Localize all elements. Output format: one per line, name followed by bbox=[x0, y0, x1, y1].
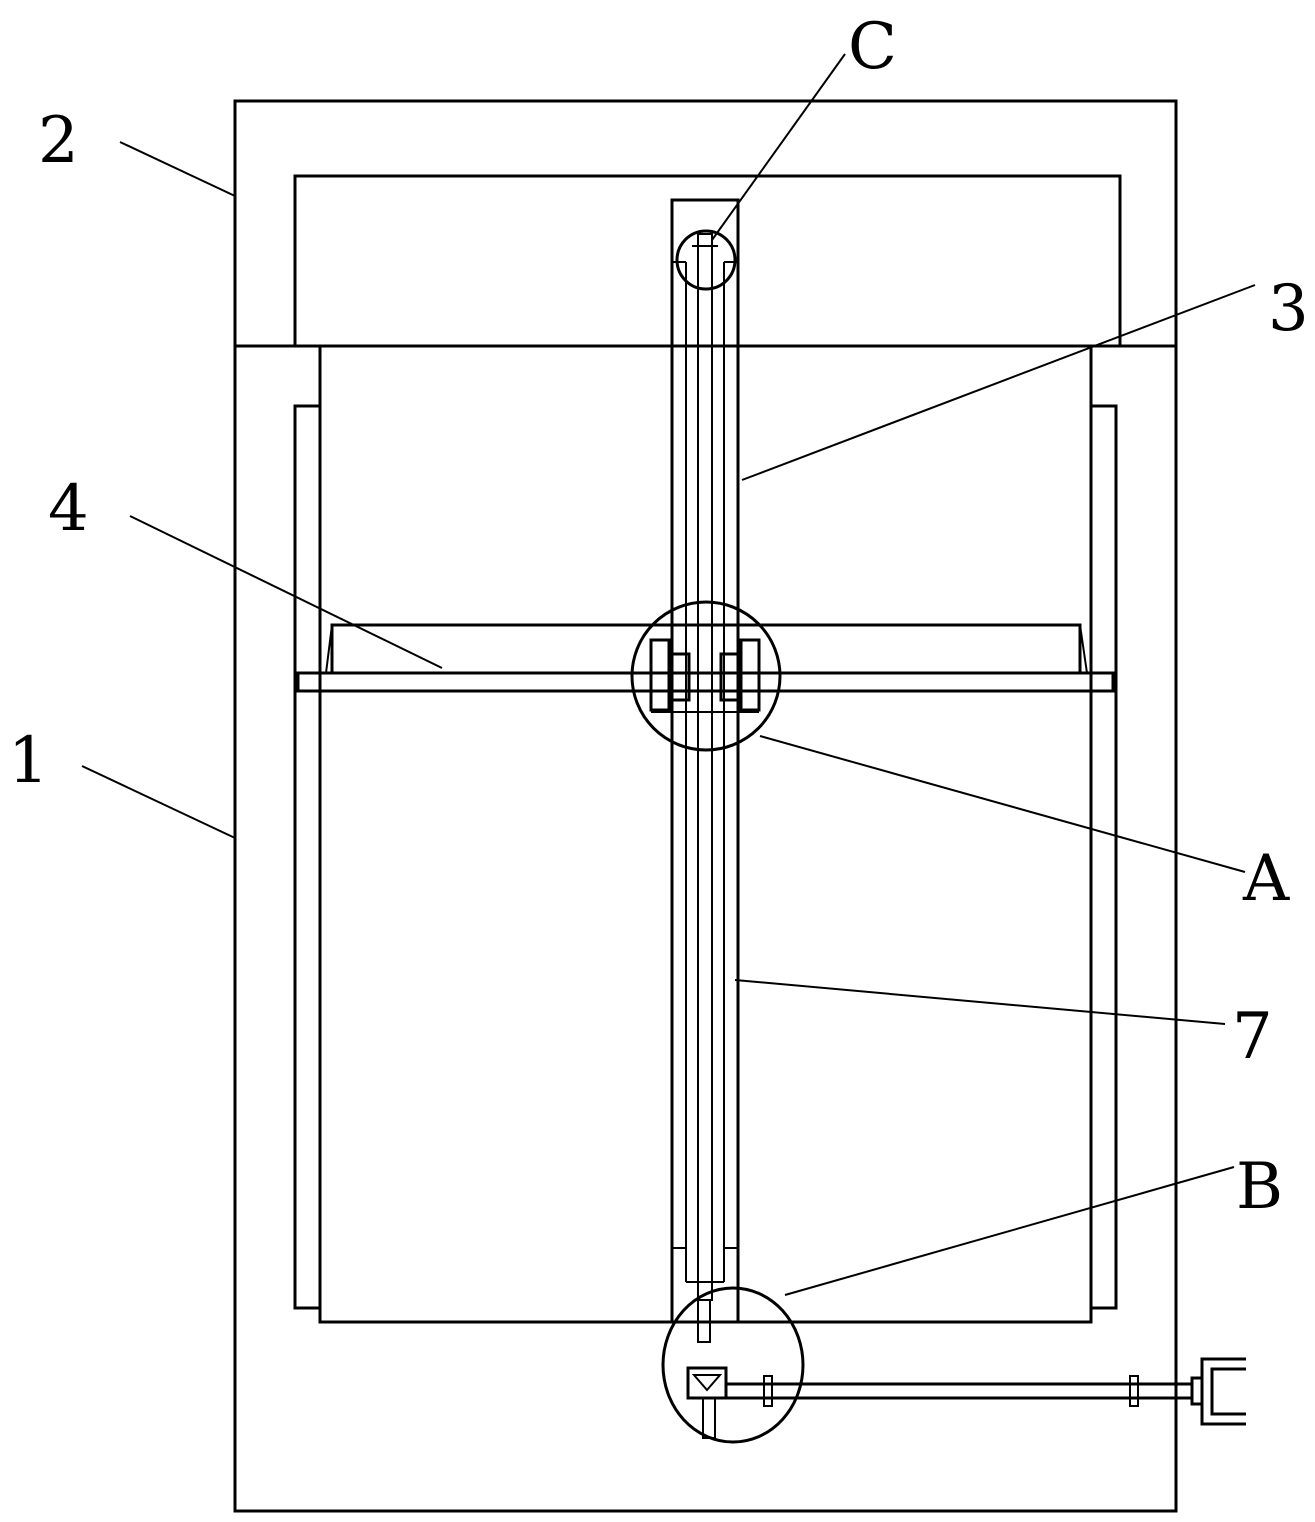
label-part-3: 3 bbox=[1268, 272, 1309, 346]
top-cap-block bbox=[697, 233, 713, 247]
detail-c-circle bbox=[675, 229, 737, 291]
vertical-guide-channel bbox=[670, 198, 740, 1324]
detail-a-circle bbox=[630, 600, 782, 752]
bottom-link-shaft bbox=[697, 1299, 711, 1343]
leader-4 bbox=[129, 515, 443, 669]
left-side-rail bbox=[293, 404, 322, 1310]
right-side-rail bbox=[1089, 404, 1118, 1310]
handle-grip-outer bbox=[1200, 1357, 1246, 1426]
slide-bar-rod bbox=[296, 671, 1115, 693]
carriage-right-plate bbox=[739, 638, 761, 712]
bottom-gear-housing bbox=[686, 1366, 728, 1400]
rod-collar-1 bbox=[763, 1375, 773, 1407]
outer-frame bbox=[233, 99, 1178, 1513]
label-part-7: 7 bbox=[1232, 1000, 1273, 1074]
leader-b bbox=[784, 1166, 1235, 1296]
slide-bar-start-bevel bbox=[325, 624, 333, 674]
leader-2 bbox=[119, 141, 236, 197]
label-part-1: 1 bbox=[8, 724, 49, 798]
top-inner-box bbox=[293, 174, 1122, 346]
leader-c bbox=[711, 53, 846, 241]
carriage-left-plate bbox=[649, 638, 671, 712]
slide-bar-upper bbox=[330, 623, 1082, 675]
carriage-right-block bbox=[719, 652, 743, 702]
inner-panel bbox=[318, 344, 1093, 1324]
leader-3 bbox=[741, 284, 1256, 481]
rod-collar-2 bbox=[1129, 1375, 1139, 1407]
label-detail-a: A bbox=[1242, 842, 1290, 916]
handle-grip-inner bbox=[1210, 1367, 1246, 1416]
bottom-gear-wedge bbox=[691, 1374, 723, 1392]
label-part-2: 2 bbox=[38, 104, 79, 178]
detail-b-circle bbox=[661, 1286, 805, 1444]
leader-7 bbox=[734, 979, 1226, 1025]
leader-a bbox=[759, 735, 1246, 873]
bottom-shaft-lower bbox=[702, 1397, 716, 1439]
leader-1 bbox=[81, 765, 236, 839]
label-part-4: 4 bbox=[48, 472, 89, 546]
carriage-left-block bbox=[667, 652, 691, 702]
slide-bar-end-bevel bbox=[1079, 624, 1088, 674]
label-detail-c: C bbox=[848, 10, 897, 84]
label-detail-b: B bbox=[1236, 1150, 1283, 1224]
